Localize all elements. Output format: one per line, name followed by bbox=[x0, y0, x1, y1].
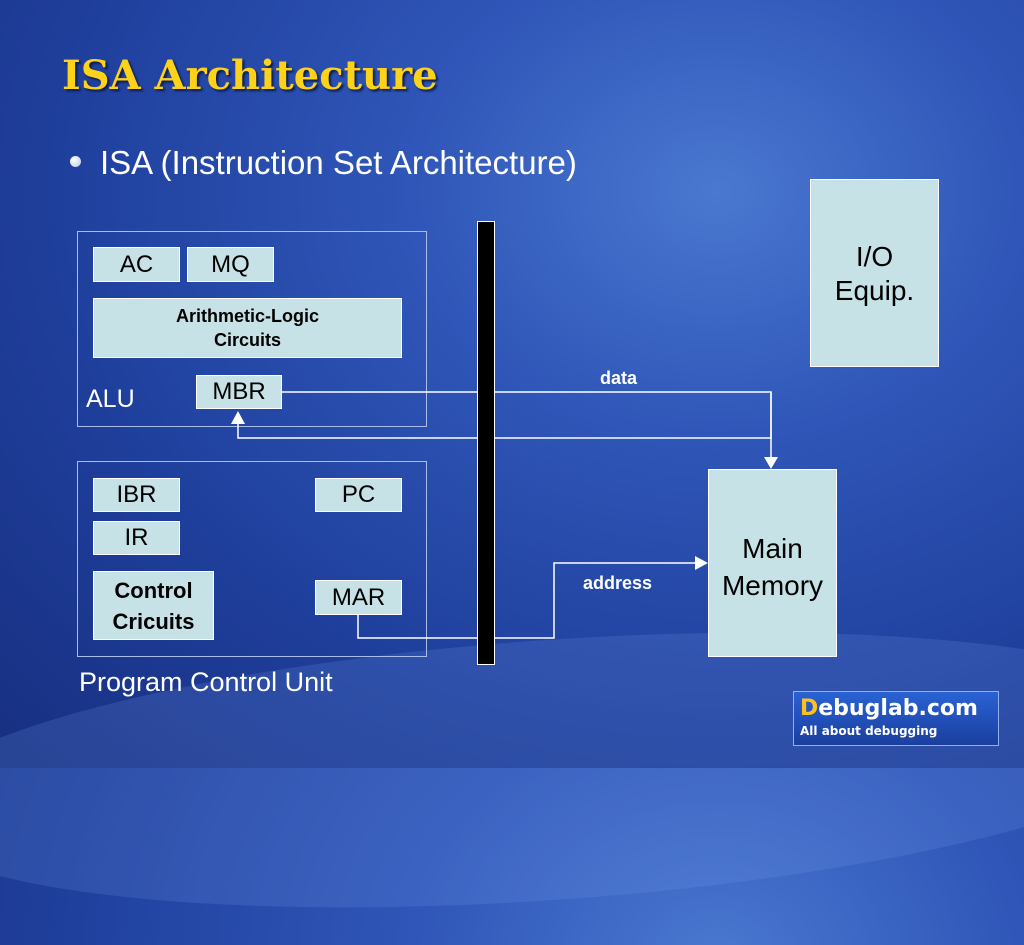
pc-register: PC bbox=[315, 478, 402, 512]
bullet-icon bbox=[70, 156, 81, 167]
alu-frame bbox=[77, 231, 427, 427]
data-line-to-mbr bbox=[237, 392, 772, 439]
data-arrowhead-down bbox=[764, 457, 778, 469]
logo-wordmark: Debuglab.com bbox=[800, 696, 978, 721]
main-memory: Main Memory bbox=[708, 469, 837, 657]
data-label: data bbox=[600, 368, 638, 388]
mbr-register: MBR bbox=[196, 375, 282, 409]
mbr-arrowhead-up bbox=[231, 411, 245, 424]
io-equipment: I/O Equip. bbox=[810, 179, 939, 367]
arithmetic-logic-circuits: Arithmetic-Logic Circuits bbox=[93, 298, 402, 358]
program-control-unit-label: Program Control Unit bbox=[79, 667, 333, 697]
mar-register: MAR bbox=[315, 580, 402, 615]
address-line bbox=[357, 562, 697, 639]
ac-register: AC bbox=[93, 247, 180, 282]
control-unit-frame bbox=[77, 461, 427, 657]
debuglab-logo: Debuglab.com All about debugging bbox=[793, 691, 999, 746]
alu-label: ALU bbox=[86, 385, 135, 413]
address-label: address bbox=[583, 573, 653, 593]
ir-register: IR bbox=[93, 521, 180, 555]
logo-tagline: All about debugging bbox=[800, 724, 938, 738]
slide-title: ISA Architecture bbox=[62, 52, 438, 99]
system-bus bbox=[477, 221, 495, 665]
connection-wires bbox=[0, 0, 1024, 768]
data-line-to-memory bbox=[282, 391, 772, 459]
ibr-register: IBR bbox=[93, 478, 180, 512]
mq-register: MQ bbox=[187, 247, 274, 282]
address-arrowhead-right bbox=[695, 556, 708, 570]
bullet-text: ISA (Instruction Set Architecture) bbox=[100, 144, 577, 181]
control-circuits: Control Cricuits bbox=[93, 571, 214, 640]
